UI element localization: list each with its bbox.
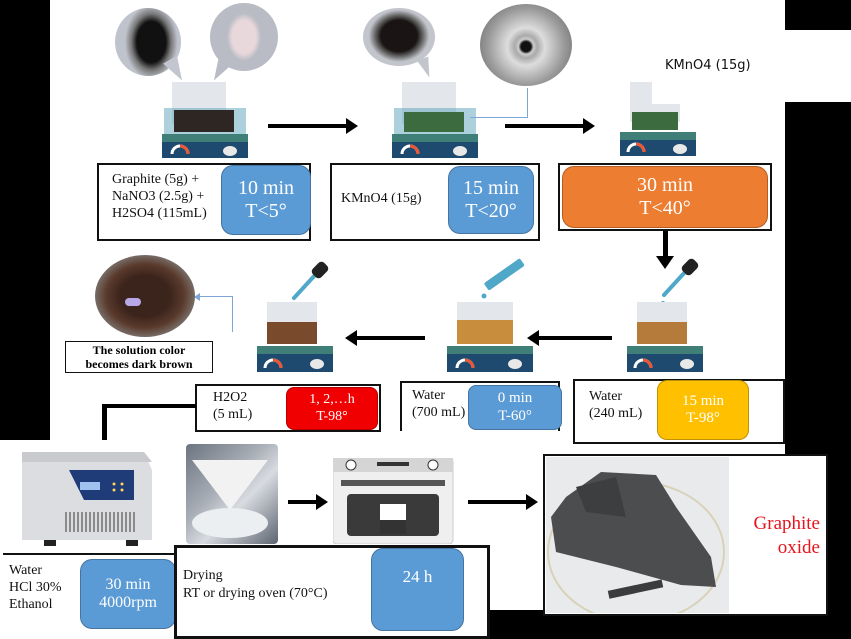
step5-temp: T-60° xyxy=(498,407,532,424)
step4-reagents: Water (240 mL) xyxy=(589,389,642,423)
arrow-oven-to-product xyxy=(468,494,538,510)
step8-description: Drying RT or drying oven (70°C) xyxy=(183,567,327,602)
step1-temp: T<5° xyxy=(245,200,287,222)
reagent-water-volume: (240 mL) xyxy=(589,405,643,421)
arrow-step2-to-step3 xyxy=(505,118,595,134)
step2-reagents: KMnO4 (15g) xyxy=(341,191,422,206)
step3-top-label: KMnO4 (15g) xyxy=(665,58,751,73)
step2-condition-badge: 15 min T<20° xyxy=(448,166,534,234)
step7-time: 30 min xyxy=(105,575,151,593)
connector-arrowhead xyxy=(194,293,200,301)
reagent-water-volume: (700 mL) xyxy=(412,404,466,420)
reagent-ethanol: Ethanol xyxy=(9,596,53,612)
connector-line xyxy=(232,297,233,332)
reagent-water: Water xyxy=(412,388,446,403)
dark-brown-solution-photo xyxy=(95,255,195,337)
arrow-step1-to-step2 xyxy=(268,118,358,134)
reagent-h2o2-volume: (5 mL) xyxy=(213,406,253,422)
step4-condition-badge: 15 min T-98° xyxy=(657,380,749,440)
reagent-h2o2: H2O2 xyxy=(213,390,248,405)
arrow-step5-to-step6 xyxy=(345,330,425,346)
product-label-line1: Graphite xyxy=(753,513,820,534)
step1-condition-badge: 10 min T<5° xyxy=(221,165,311,235)
step8-time: 24 h xyxy=(402,567,433,586)
step4-temp: T-98° xyxy=(686,410,720,426)
graphite-oxide-photo xyxy=(546,457,729,623)
reagent-nano3: NaNO3 (2.5g) + xyxy=(112,188,205,204)
step3-condition-badge: 30 min T<40° xyxy=(562,166,768,228)
hotplate-icon xyxy=(257,302,333,372)
step3-time: 30 min xyxy=(636,174,694,196)
hotplate-icon xyxy=(392,82,478,158)
hotplate-icon xyxy=(627,302,703,372)
filter-funnel-cone xyxy=(192,460,268,510)
step1-time: 10 min xyxy=(237,177,295,199)
step4-time: 15 min xyxy=(681,392,725,409)
dropper-icon xyxy=(661,258,699,305)
step2-temp: T<20° xyxy=(465,200,517,222)
beaker-label-sticker xyxy=(125,298,141,306)
step1-reagents: Graphite (5g) + NaNO3 (2.5g) + H2SO4 (11… xyxy=(112,172,207,222)
reagent-hcl: HCl 30% xyxy=(9,579,62,595)
step3-temp: T<40° xyxy=(639,197,691,219)
step6-time: 1, 2,…h xyxy=(309,392,355,408)
reagent-water: Water xyxy=(589,389,623,404)
step7-reagents: Water HCl 30% Ethanol xyxy=(9,563,62,613)
connector-line xyxy=(198,296,233,297)
graphite-oxide-film-icon xyxy=(547,472,725,623)
step6-reagents: H2O2 (5 mL) xyxy=(213,390,252,424)
graphite-powder-bubble xyxy=(115,8,181,76)
step2-time: 15 min xyxy=(462,177,520,199)
centrifuge-icon xyxy=(14,440,154,550)
ice-bath-photo xyxy=(480,4,572,86)
step6-temp: T-98° xyxy=(316,408,348,424)
step7-speed: 4000rpm xyxy=(99,594,157,611)
step5-condition-badge: 0 min T-60° xyxy=(468,385,562,430)
solution-color-note: The solution color becomes dark brown xyxy=(65,341,213,373)
reagent-h2so4: H2SO4 (115mL) xyxy=(112,205,207,221)
connector-line xyxy=(102,404,107,442)
hotplate-icon xyxy=(447,302,533,372)
note-line2: becomes dark brown xyxy=(85,357,193,372)
graphite-mixture-bubble xyxy=(363,8,435,66)
hotplate-icon xyxy=(162,82,248,158)
step8-line1: Drying xyxy=(183,568,223,583)
connector-line xyxy=(527,88,528,118)
reagent-water: Water xyxy=(9,563,43,578)
step8-condition-badge: 24 h xyxy=(371,548,464,631)
step5-time: 0 min xyxy=(497,390,533,407)
step7-condition-badge: 30 min 4000rpm xyxy=(80,559,176,629)
step8-line2: RT or drying oven (70°C) xyxy=(183,585,328,601)
connector-line xyxy=(470,117,528,118)
drying-oven-icon xyxy=(333,458,454,544)
canvas-extension-top xyxy=(785,30,851,102)
arrow-filter-to-oven xyxy=(288,494,328,510)
step5-reagents: Water (700 mL) xyxy=(412,388,465,422)
step6-condition-badge: 1, 2,…h T-98° xyxy=(286,387,378,430)
nano3-powder-bubble xyxy=(210,3,278,71)
filter-plate xyxy=(192,508,268,538)
product-label: Graphite oxide xyxy=(730,512,820,560)
note-line1: The solution color xyxy=(92,343,186,357)
hotplate-icon xyxy=(620,82,696,156)
arrow-step3-to-step4 xyxy=(656,231,674,269)
connector-line xyxy=(102,404,196,408)
arrow-step4-to-step5 xyxy=(527,330,612,346)
product-label-line2: oxide xyxy=(777,536,820,558)
reagent-graphite: Graphite (5g) + xyxy=(112,172,200,187)
